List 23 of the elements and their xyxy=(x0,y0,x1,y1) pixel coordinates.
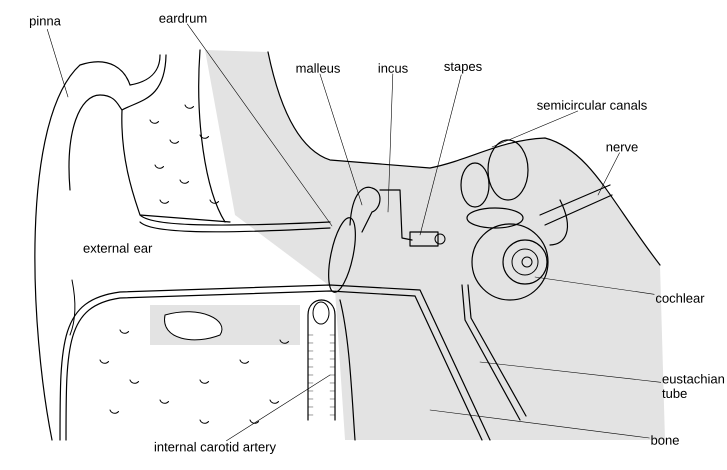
part-label: stapes xyxy=(444,62,482,74)
leader-line xyxy=(420,74,462,236)
part-label: incus xyxy=(378,63,408,73)
leader-line xyxy=(226,374,330,442)
part-label: pinna xyxy=(30,16,61,28)
part-label: nerve xyxy=(606,144,638,152)
leader-line xyxy=(46,28,68,98)
part-label: semicircular canals xyxy=(537,100,647,110)
part-label: cochlear xyxy=(656,293,704,303)
part-label: bone xyxy=(651,435,679,445)
leader-line xyxy=(480,362,662,383)
leader-line xyxy=(430,410,650,438)
leader-line xyxy=(320,74,362,206)
leader-line xyxy=(598,152,620,196)
part-label: eustachian tube xyxy=(662,374,724,398)
leader-line xyxy=(186,24,332,226)
leader-line xyxy=(492,110,578,148)
part-label: malleus xyxy=(296,63,340,73)
leader-line xyxy=(388,74,394,212)
part-label: internal carotid artery xyxy=(154,442,276,454)
part-label: external ear xyxy=(84,243,152,253)
leader-line xyxy=(534,276,655,295)
part-label: eardrum xyxy=(159,13,206,23)
